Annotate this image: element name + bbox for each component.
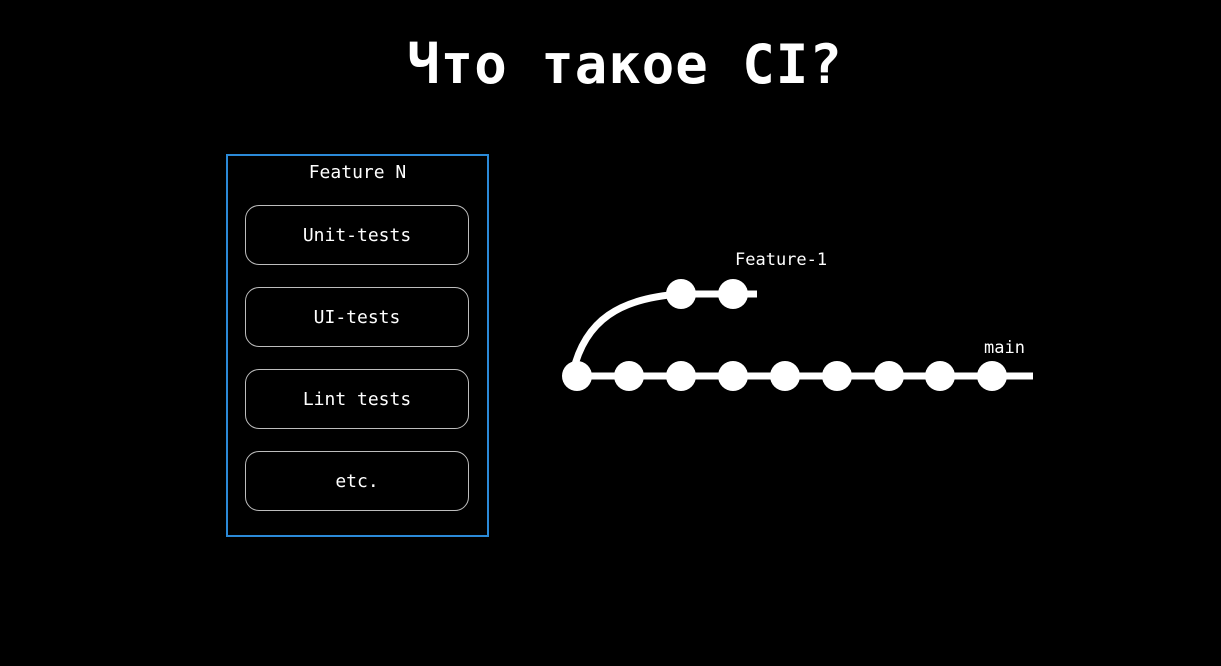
commit-node	[718, 361, 748, 391]
feature-commits	[666, 279, 748, 309]
commit-node	[666, 361, 696, 391]
check-etc: etc.	[245, 451, 469, 511]
main-branch-label: main	[984, 338, 1025, 358]
commit-node	[822, 361, 852, 391]
check-unit-tests: Unit-tests	[245, 205, 469, 265]
check-lint-tests: Lint tests	[245, 369, 469, 429]
commit-node	[925, 361, 955, 391]
check-ui-tests: UI-tests	[245, 287, 469, 347]
feature-branch-label: Feature-1	[735, 250, 828, 270]
main-commits	[562, 361, 1007, 391]
commit-node	[666, 279, 696, 309]
feature-n-box: Feature N Unit-tests UI-tests Lint tests…	[226, 154, 489, 537]
commit-node	[874, 361, 904, 391]
commit-node	[977, 361, 1007, 391]
commit-node	[614, 361, 644, 391]
feature-box-title: Feature N	[308, 162, 407, 183]
commit-node	[718, 279, 748, 309]
commit-node	[562, 361, 592, 391]
slide-title: Что такое CI?	[407, 33, 843, 96]
commit-node	[770, 361, 800, 391]
